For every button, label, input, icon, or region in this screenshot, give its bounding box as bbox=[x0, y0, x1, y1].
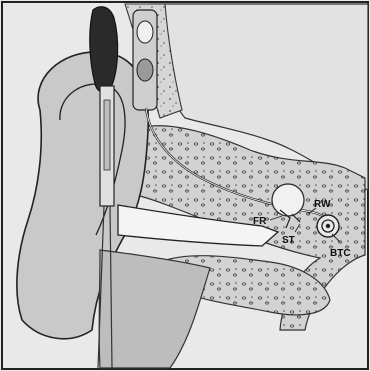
label-fr: FR bbox=[253, 216, 267, 227]
processor-device bbox=[90, 7, 118, 92]
cochlea-core bbox=[326, 224, 330, 228]
label-rw: RW bbox=[314, 199, 331, 210]
processor-stem-inner bbox=[104, 100, 110, 170]
label-btc: BTC bbox=[330, 248, 351, 259]
label-st: ST bbox=[282, 235, 295, 246]
receiver-magnet-bottom bbox=[137, 59, 153, 81]
middle-ear-cavity bbox=[272, 184, 304, 216]
receiver-magnet-top bbox=[137, 21, 153, 43]
